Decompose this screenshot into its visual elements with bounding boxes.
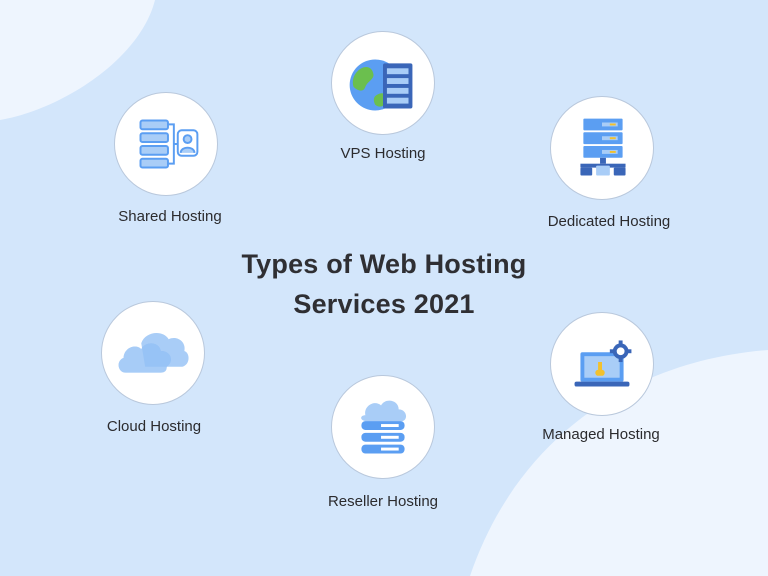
managed-hosting-circle — [550, 312, 654, 416]
reseller-hosting-circle — [331, 375, 435, 479]
shared-server-user-icon — [139, 119, 199, 169]
managed-hosting-label: Managed Hosting — [542, 426, 660, 443]
shared-hosting-circle — [114, 92, 218, 196]
cloud-hosting-label: Cloud Hosting — [106, 418, 202, 435]
diagram-title: Types of Web Hosting Services 2021 — [184, 244, 584, 324]
cloud-icon — [118, 332, 189, 373]
reseller-hosting-label: Reseller Hosting — [327, 493, 439, 510]
dedicated-hosting-circle — [550, 96, 654, 200]
shared-hosting-label: Shared Hosting — [118, 208, 222, 225]
laptop-gear-wrench-icon — [574, 340, 632, 387]
cloud-hosting-circle — [101, 301, 205, 405]
globe-server-icon — [349, 59, 413, 111]
title-line-2: Services 2021 — [293, 289, 475, 319]
title-line-1: Types of Web Hosting — [241, 249, 527, 279]
server-rack-icon — [580, 118, 626, 176]
dedicated-hosting-label: Dedicated Hosting — [547, 213, 671, 230]
vps-hosting-label: VPS Hosting — [340, 145, 426, 162]
cloud-server-stack-icon — [361, 400, 407, 454]
vps-hosting-circle — [331, 31, 435, 135]
